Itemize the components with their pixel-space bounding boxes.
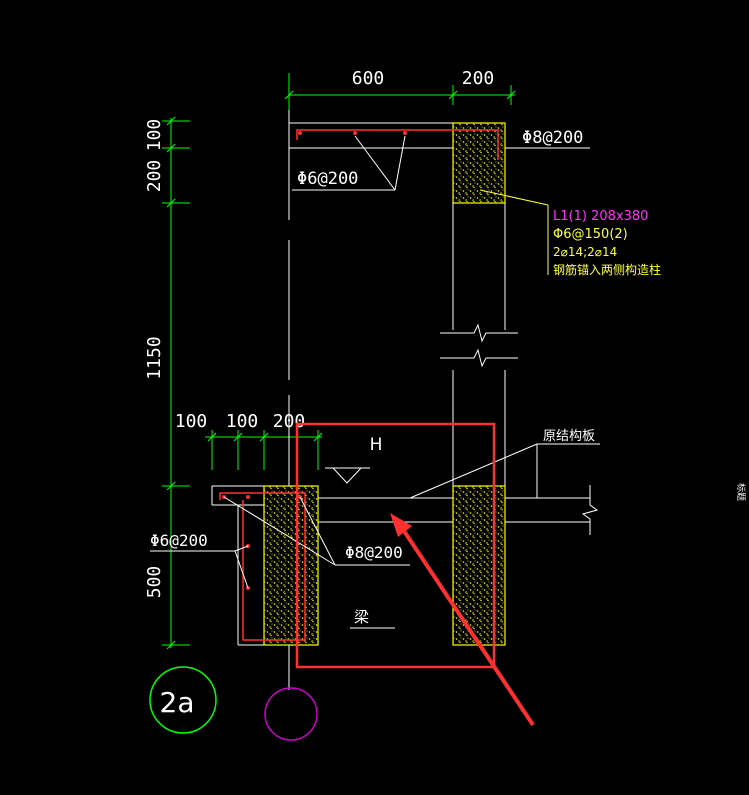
original-slab-leader (409, 443, 600, 499)
slab-break-symbol (581, 485, 599, 535)
dim-top-200: 200 (462, 68, 495, 89)
right-column-section (452, 485, 506, 646)
callout-arrow (390, 513, 535, 727)
rebar-label-bottom-right: Φ8@200 (345, 543, 403, 562)
bottom-slab-outline (211, 485, 590, 646)
section-id-label: 2a (160, 686, 195, 719)
beam-anchor-note: 钢筋锚入两侧构造柱 (553, 262, 661, 277)
column-break-symbol (440, 323, 518, 368)
highlight-box (295, 422, 496, 669)
top-dimension-lines (284, 73, 516, 110)
dim-left-1150: 1150 (144, 336, 165, 379)
rebar-label-bottom-left: Φ6@200 (150, 531, 208, 550)
beam-l1-label: L1(1) 208x380 (553, 209, 648, 224)
bottom-right-rebar-leader (223, 496, 410, 566)
bottom-left-rebar-leader (150, 545, 249, 589)
column-outline (452, 203, 506, 486)
dim-left-200: 200 (144, 160, 165, 193)
rebar-label-left-leaders (292, 135, 406, 191)
top-column-section (452, 122, 506, 204)
dim-mid-100-a: 100 (175, 411, 208, 432)
top-slab-rebar (296, 129, 499, 160)
left-wall-section (263, 485, 319, 646)
rebar-label-top-left: Φ6@200 (297, 169, 358, 189)
rebar-label-top-right: Φ8@200 (522, 128, 583, 148)
original-slab-label: 原结构板 (543, 429, 595, 444)
dim-left-100: 100 (144, 119, 165, 152)
dim-left-500: 500 (144, 566, 165, 599)
level-h-label: H (370, 435, 383, 455)
top-rebar-dots (298, 131, 407, 135)
grid-bubble (264, 687, 318, 741)
beam-tag-label: 梁 (354, 608, 369, 626)
edge-title-text: 标题 (735, 483, 747, 501)
mid-dimension-lines (205, 430, 323, 470)
left-dimension-lines (162, 116, 190, 650)
dim-top-600: 600 (352, 68, 385, 89)
section-bubble (149, 666, 217, 734)
bottom-rebar (219, 492, 306, 641)
level-symbol (325, 467, 370, 484)
dim-mid-100-b: 100 (226, 411, 259, 432)
beam-bars-label: 2⌀14;2⌀14 (553, 245, 617, 259)
top-slab-outline (289, 122, 453, 149)
beam-stirrup-label: Φ6@150(2) (553, 227, 628, 242)
beam-note-leader (479, 189, 549, 206)
